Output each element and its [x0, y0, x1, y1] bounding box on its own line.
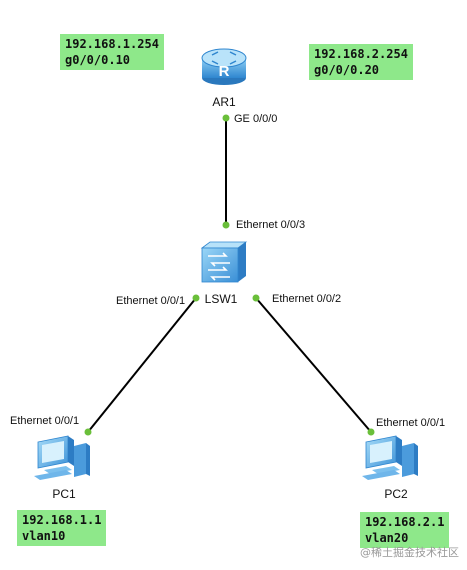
note-ip: 192.168.2.1	[365, 515, 445, 529]
router-subif-vlan10-note: 192.168.1.254 g0/0/0.10	[60, 34, 164, 70]
link-lsw1-pc2	[255, 297, 372, 433]
port-label-pc2-e1: Ethernet 0/0/1	[376, 417, 445, 429]
port-dot	[367, 428, 375, 436]
pc2-computer-icon[interactable]	[362, 435, 418, 480]
router-icon[interactable]: R	[201, 48, 247, 85]
switch-icon[interactable]	[200, 241, 248, 283]
pc2-label: PC2	[384, 487, 408, 501]
switch-label: LSW1	[205, 292, 238, 306]
note-ip: 192.168.1.254	[65, 37, 159, 51]
note-ip: 192.168.1.1	[22, 513, 102, 527]
note-ip: 192.168.2.254	[314, 47, 408, 61]
port-dot	[252, 294, 260, 302]
port-label-lsw1-e3: Ethernet 0/0/3	[236, 219, 305, 231]
port-label-pc1-e1: Ethernet 0/0/1	[10, 415, 79, 427]
watermark: @稀土掘金技术社区	[360, 546, 459, 559]
pc1-note: 192.168.1.1 vlan10	[17, 510, 107, 546]
router-label: AR1	[212, 95, 236, 109]
svg-text:R: R	[219, 63, 230, 80]
pc1-label: PC1	[52, 487, 76, 501]
port-label-lsw1-e2: Ethernet 0/0/2	[272, 293, 341, 305]
note-vlan: vlan20	[365, 531, 409, 545]
note-interface: g0/0/0.20	[314, 63, 380, 77]
pc2-note: 192.168.2.1 vlan20	[360, 512, 450, 548]
port-dot	[84, 428, 92, 436]
router-subif-vlan20-note: 192.168.2.254 g0/0/0.20	[309, 44, 413, 80]
pc1-computer-icon[interactable]	[34, 435, 90, 480]
port-dot	[222, 114, 230, 122]
note-vlan: vlan10	[22, 529, 66, 543]
port-label-lsw1-e1: Ethernet 0/0/1	[116, 295, 185, 307]
port-dot	[222, 221, 230, 229]
port-dot	[192, 294, 200, 302]
note-interface: g0/0/0.10	[65, 53, 131, 67]
link-lsw1-pc1	[87, 297, 197, 433]
port-label-ar1-ge: GE 0/0/0	[234, 113, 277, 125]
